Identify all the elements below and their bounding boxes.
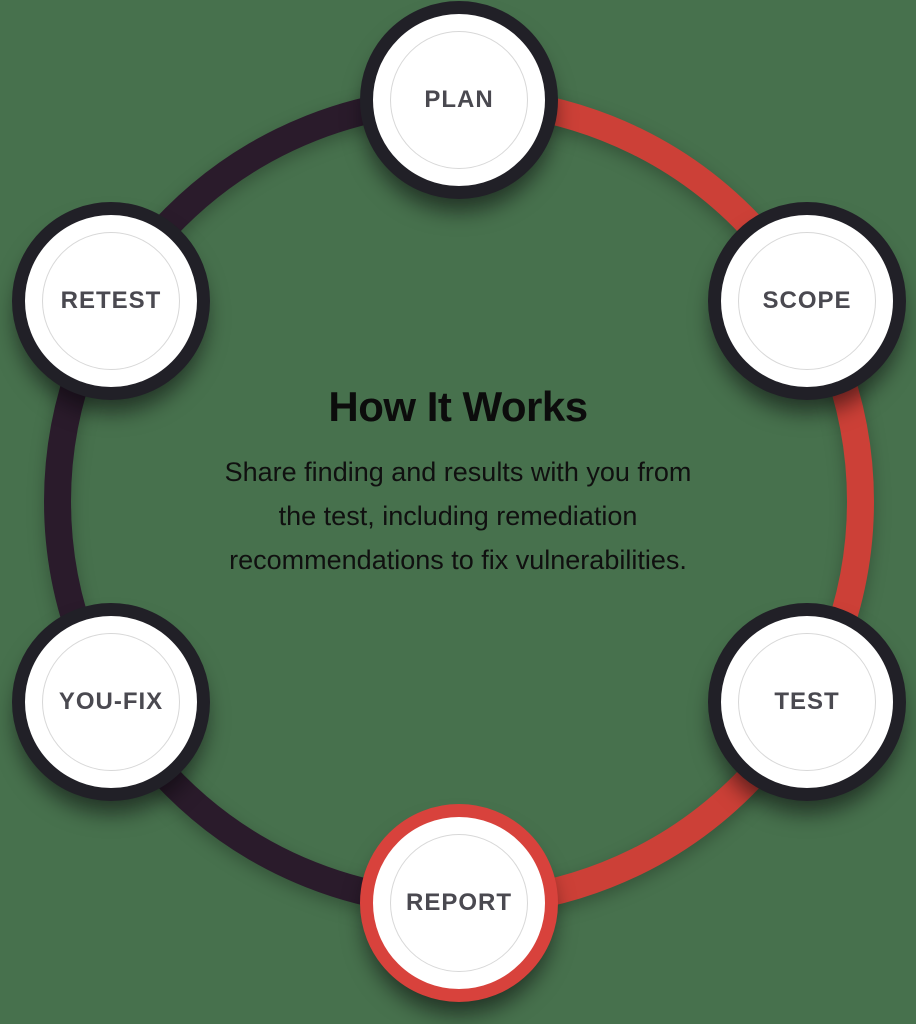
diagram-description-line: the test, including remediation — [278, 501, 638, 531]
step-node-test: TEST — [708, 603, 906, 801]
ring-arc-dark — [44, 86, 460, 917]
step-label-plan: PLAN — [424, 86, 494, 113]
step-inner-ring: RETEST — [42, 232, 180, 370]
step-label-you-fix: YOU-FIX — [58, 688, 164, 715]
step-inner-ring: REPORT — [390, 834, 528, 972]
step-label-scope: SCOPE — [762, 287, 852, 314]
center-text-block: How It Works Share finding and results w… — [0, 386, 916, 582]
step-inner-ring: YOU-FIX — [42, 633, 180, 771]
step-node-you-fix: YOU-FIX — [12, 603, 210, 801]
step-inner-ring: PLAN — [390, 31, 528, 169]
step-node-scope: SCOPE — [708, 202, 906, 400]
step-node-report: REPORT — [360, 804, 558, 1002]
step-node-retest: RETEST — [12, 202, 210, 400]
step-label-report: REPORT — [405, 889, 512, 916]
diagram-title: How It Works — [328, 383, 588, 430]
step-label-retest: RETEST — [60, 287, 162, 314]
step-inner-ring: SCOPE — [738, 232, 876, 370]
diagram-description-line: recommendations to fix vulnerabilities. — [229, 545, 687, 575]
step-label-test: TEST — [774, 688, 840, 715]
step-inner-ring: TEST — [738, 633, 876, 771]
ring-arc-red — [458, 86, 874, 917]
step-node-plan: PLAN — [360, 1, 558, 199]
diagram-description-line: Share finding and results with you from — [224, 457, 692, 487]
